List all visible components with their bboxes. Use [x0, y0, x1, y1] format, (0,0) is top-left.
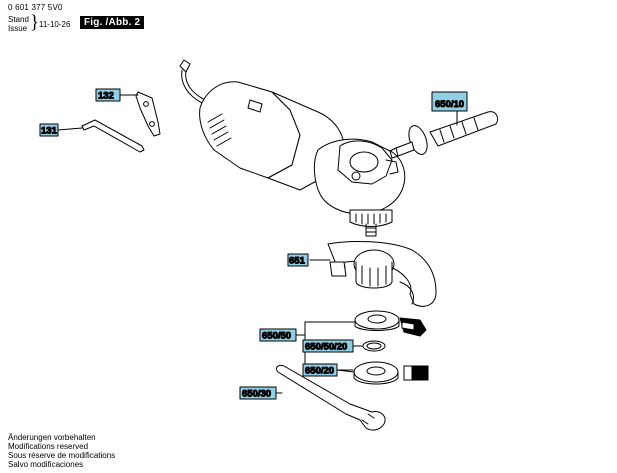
issue-date: 11-10-26 [39, 20, 71, 29]
label-650-20: 650/20 [302, 363, 338, 377]
bracket-drawing [135, 91, 161, 137]
svg-text:650/10: 650/10 [435, 99, 464, 110]
svg-text:650/50: 650/50 [262, 331, 291, 342]
svg-text:650/50/20: 650/50/20 [305, 342, 347, 353]
label-651: 651 [287, 253, 309, 267]
notice-line: Modifications reserved [8, 442, 89, 451]
o-ring-drawing [362, 340, 386, 352]
svg-text:650/20: 650/20 [305, 366, 334, 377]
label-132: 132 [95, 88, 121, 102]
hex-key-drawing [81, 119, 145, 153]
svg-text:132: 132 [98, 91, 114, 102]
clamping-nut-drawing [353, 361, 429, 385]
label-650-50-20: 650/50/20 [302, 339, 354, 353]
svg-text:650/30: 650/30 [242, 389, 271, 400]
svg-text:131: 131 [41, 126, 58, 137]
brace-symbol: } [30, 12, 40, 33]
notice-line: Sous réserve de modifications [8, 451, 116, 460]
issue-label: Issue [8, 24, 28, 33]
angle-grinder-drawing [179, 59, 406, 237]
modifications-notice: Änderungen vorbehalten Modifications res… [8, 433, 115, 469]
wheel-guard-drawing [327, 241, 437, 307]
notice-line: Salvo modificaciones [8, 460, 84, 469]
figure-label: Fig. /Abb. 2 [80, 16, 145, 29]
auxiliary-handle-drawing [389, 111, 499, 159]
mounting-flange-drawing [354, 310, 427, 337]
stand-label: Stand [8, 15, 29, 24]
notice-line: Änderungen vorbehalten [8, 433, 96, 442]
document-number: 0 601 377 5V0 [8, 3, 63, 12]
label-650-30: 650/30 [239, 386, 277, 400]
svg-text:651: 651 [289, 256, 306, 267]
spanner-drawing [275, 365, 386, 431]
label-650-10: 650/10 [431, 91, 468, 112]
stand-issue-labels: Stand Issue [8, 15, 29, 33]
label-650-50: 650/50 [259, 328, 297, 342]
label-131: 131 [39, 123, 59, 137]
